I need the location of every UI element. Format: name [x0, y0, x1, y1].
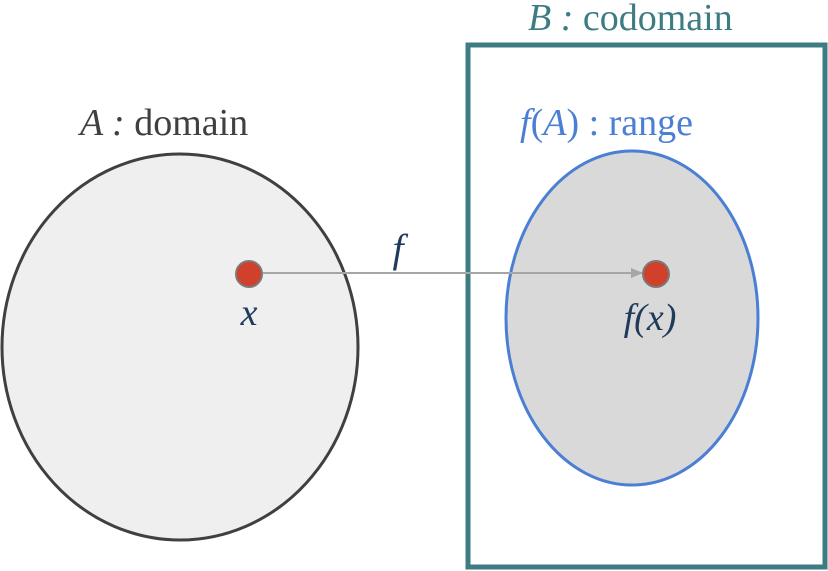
source-point-label: x — [240, 292, 258, 334]
codomain-label: codomain — [583, 0, 733, 39]
target-point-label: f(x) — [624, 297, 677, 339]
domain-separator: : — [103, 102, 135, 144]
range-ellipse — [504, 149, 760, 487]
mapping-label: f — [392, 226, 408, 271]
range-open-paren: ( — [531, 102, 544, 144]
target-point — [642, 260, 670, 288]
range-separator: : — [579, 102, 609, 144]
domain-symbol: A — [77, 102, 104, 144]
range-title: f(A) : range — [520, 102, 693, 144]
domain-ellipse — [0, 152, 360, 542]
codomain-symbol: B — [528, 0, 551, 39]
domain-label: domain — [134, 102, 248, 144]
codomain-title: B : codomain — [528, 0, 733, 39]
range-label: range — [609, 102, 693, 144]
range-symbol: A — [540, 102, 567, 144]
range-close-paren: ) — [566, 102, 579, 144]
source-point — [235, 260, 263, 288]
codomain-box — [465, 42, 828, 570]
codomain-separator: : — [551, 0, 583, 39]
domain-title: A : domain — [77, 102, 248, 144]
